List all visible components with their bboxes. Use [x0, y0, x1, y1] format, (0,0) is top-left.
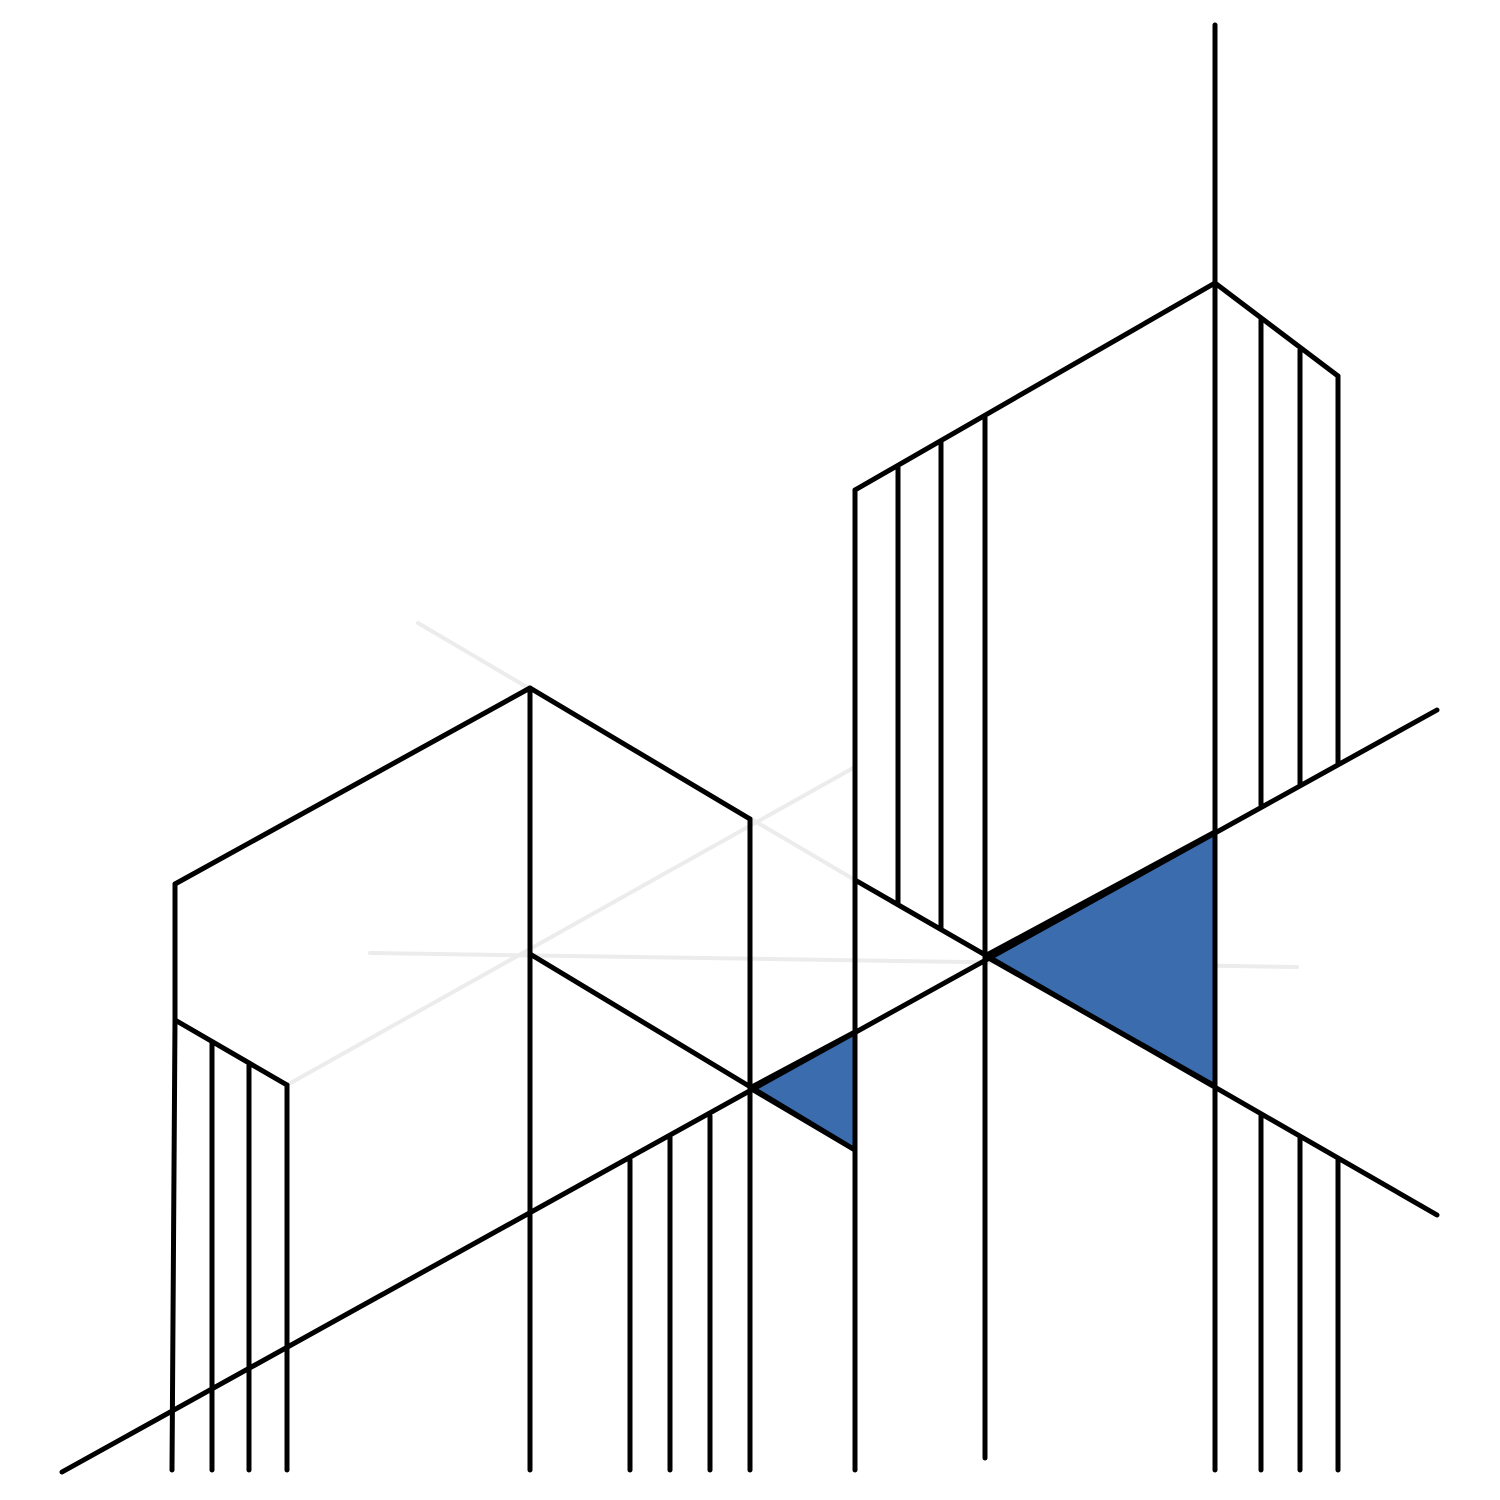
accent-triangle-small	[747, 1029, 858, 1153]
line	[172, 685, 533, 887]
building-left	[169, 685, 858, 1473]
line	[527, 951, 858, 1153]
line	[172, 1017, 290, 1088]
line	[169, 1017, 178, 1473]
line	[852, 877, 1440, 1218]
line	[852, 280, 1218, 493]
line	[527, 685, 753, 822]
tower-right	[852, 22, 1341, 1473]
guide-line	[285, 765, 857, 1087]
accent-triangle-large	[982, 829, 1218, 1089]
line	[1212, 280, 1341, 379]
